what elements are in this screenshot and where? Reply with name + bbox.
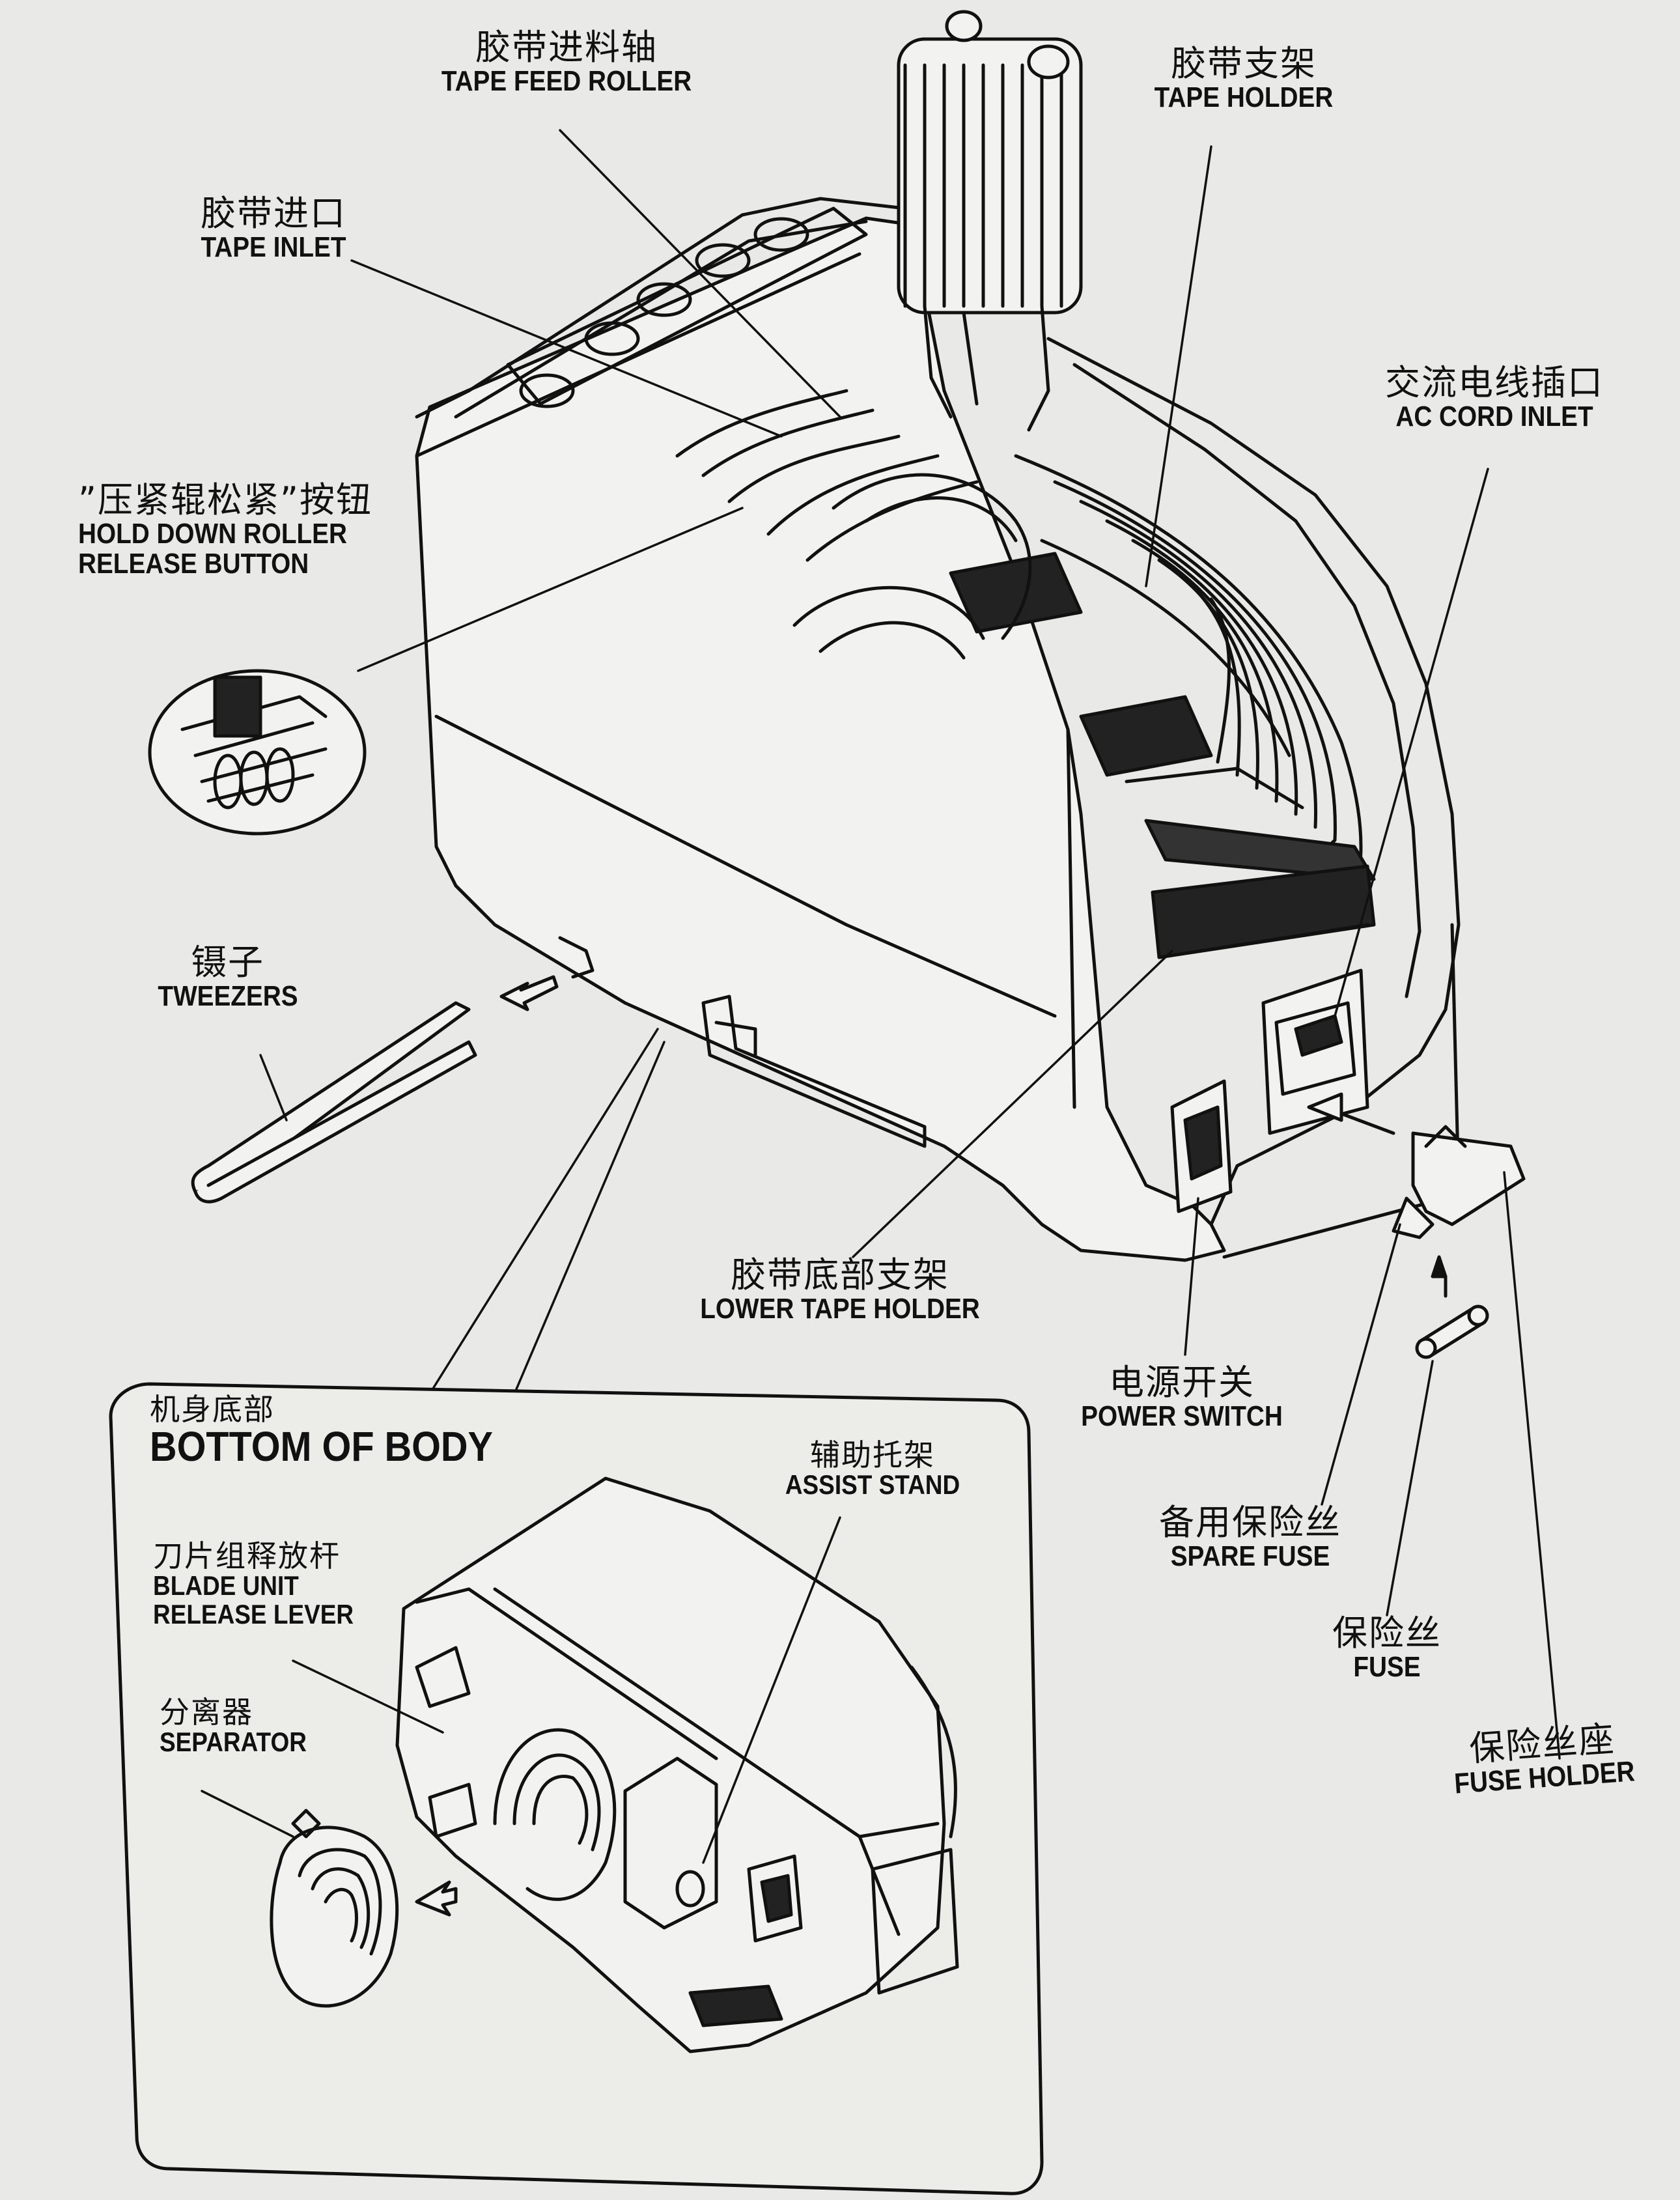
label-zh: 刀片组释放杆 <box>153 1538 341 1573</box>
label-tape-holder: 胶带支架 TAPE HOLDER <box>1120 43 1367 113</box>
label-power-switch: 电源开关 POWER SWITCH <box>1042 1364 1322 1431</box>
label-en: TWEEZERS <box>158 980 298 1012</box>
label-en-line2: RELEASE BUTTON <box>78 547 309 580</box>
label-zh: 辅助托架 <box>810 1437 935 1473</box>
power-switch-drawing <box>1172 1081 1231 1211</box>
label-en: FUSE <box>1353 1650 1421 1683</box>
label-zh: 电源开关 <box>1109 1362 1255 1403</box>
label-en: SPARE FUSE <box>1170 1540 1330 1572</box>
label-lower-tape-holder: 胶带底部支架 LOWER TAPE HOLDER <box>658 1254 1022 1325</box>
label-assist-stand: 辅助托架 ASSIST STAND <box>749 1439 996 1499</box>
label-en: TAPE FEED ROLLER <box>441 64 692 97</box>
label-en: POWER SWITCH <box>1081 1400 1283 1432</box>
label-zh: 分离器 <box>160 1695 253 1730</box>
bottom-title-zh: 机身底部 <box>150 1392 275 1427</box>
tape-holder-spindle <box>899 12 1081 430</box>
label-zh: 胶带支架 <box>1171 43 1317 84</box>
fuse-holder-drawing <box>1393 1127 1524 1357</box>
label-hold-down-roller-release-button: ”压紧辊松紧”按钮 HOLD DOWN ROLLER RELEASE BUTTO… <box>78 479 384 580</box>
tweezers-drawing <box>193 1003 475 1202</box>
label-en: TAPE INLET <box>201 231 346 263</box>
label-zh: 备用保险丝 <box>1159 1502 1341 1543</box>
label-tweezers: 镊子 TWEEZERS <box>130 944 326 1011</box>
bottom-title-en: BOTTOM OF BODY <box>150 1423 493 1471</box>
label-en: TAPE HOLDER <box>1154 81 1334 113</box>
label-zh: 胶带底部支架 <box>731 1254 949 1295</box>
label-en: ASSIST STAND <box>785 1469 960 1501</box>
bottom-panel-title: 机身底部 BOTTOM OF BODY <box>150 1394 531 1469</box>
label-zh: 保险丝 <box>1332 1613 1442 1654</box>
label-spare-fuse: 备用保险丝 SPARE FUSE <box>1127 1504 1374 1572</box>
label-en: SEPARATOR <box>160 1727 307 1758</box>
ac-inlet-drawing <box>1263 970 1367 1133</box>
label-ac-cord-inlet: 交流电线插口 AC CORD INLET <box>1341 362 1647 432</box>
label-en-line1: HOLD DOWN ROLLER <box>78 517 347 550</box>
label-fuse: 保险丝 FUSE <box>1302 1615 1472 1682</box>
label-separator: 分离器 SEPARATOR <box>160 1697 327 1756</box>
label-zh: 胶带进料轴 <box>475 27 658 68</box>
label-en: LOWER TAPE HOLDER <box>700 1292 980 1325</box>
separator-drawing <box>272 1811 397 2006</box>
label-en: AC CORD INLET <box>1395 400 1593 432</box>
label-zh: 胶带进口 <box>201 193 346 234</box>
leader-lines <box>260 130 1560 1758</box>
machine-body <box>417 199 1459 1260</box>
label-en-line1: BLADE UNIT <box>153 1570 299 1601</box>
label-blade-unit-release-lever: 刀片组释放杆 BLADE UNIT RELEASE LEVER <box>153 1540 381 1629</box>
label-tape-feed-roller: 胶带进料轴 TAPE FEED ROLLER <box>365 29 768 96</box>
label-zh: ”压紧辊松紧”按钮 <box>78 479 372 520</box>
label-en-line2: RELEASE LEVER <box>153 1599 354 1630</box>
bottom-body-drawing <box>397 1478 957 2052</box>
hold-down-roller-inset <box>150 671 365 834</box>
label-tape-inlet: 胶带进口 TAPE INLET <box>176 195 371 262</box>
label-zh: 交流电线插口 <box>1385 362 1604 403</box>
label-zh: 镊子 <box>191 942 264 983</box>
